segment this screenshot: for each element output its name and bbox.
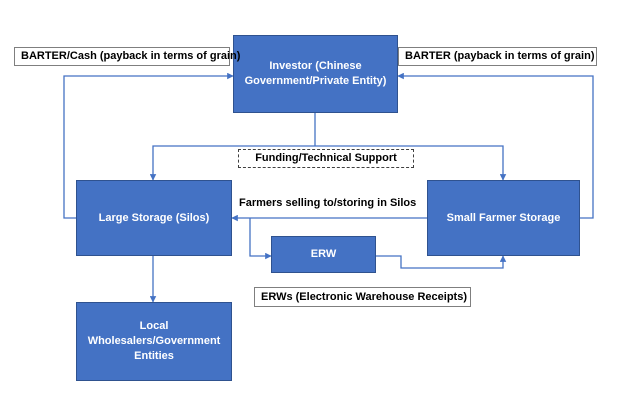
barter-cash-text: BARTER/Cash (payback in terms of grain) [21, 50, 241, 62]
small-farmer-storage-box: Small Farmer Storage [427, 180, 580, 256]
small-farmer-storage-label: Small Farmer Storage [446, 211, 561, 224]
barter-cash-label: BARTER/Cash (payback in terms of grain) [14, 47, 240, 66]
funding-to-small-arrow [315, 145, 507, 181]
wholesalers-box: Local Wholesalers/Government Entities [76, 302, 232, 381]
barter-cash-arrow [63, 72, 234, 219]
funding-support-label: Funding/Technical Support [238, 149, 414, 168]
large-to-erw-arrow [249, 218, 272, 260]
farmers-selling-text: Farmers selling to/storing in Silos [239, 196, 417, 209]
funding-support-text: Funding/Technical Support [255, 152, 397, 164]
erws-label: ERWs (Electronic Warehouse Receipts) [254, 287, 471, 307]
erws-text: ERWs (Electronic Warehouse Receipts) [261, 290, 467, 303]
barter-label: BARTER (payback in terms of grain) [398, 47, 597, 66]
large-storage-box: Large Storage (Silos) [76, 180, 232, 256]
barter-text: BARTER (payback in terms of grain) [405, 50, 595, 62]
barter-arrow [397, 72, 594, 219]
farmers-selling-label: Farmers selling to/storing in Silos [237, 195, 421, 211]
large-storage-label: Large Storage (Silos) [98, 211, 210, 224]
erw-label: ERW [310, 248, 337, 261]
erw-box: ERW [271, 236, 376, 273]
erw-to-small-arrow [376, 255, 507, 269]
funding-to-large-arrow [149, 145, 315, 181]
investor-label: Investor (Chinese Government/Private Ent… [244, 60, 387, 87]
wholesalers-label: Local Wholesalers/Government Entities [87, 320, 221, 362]
investor-box: Investor (Chinese Government/Private Ent… [233, 35, 398, 113]
